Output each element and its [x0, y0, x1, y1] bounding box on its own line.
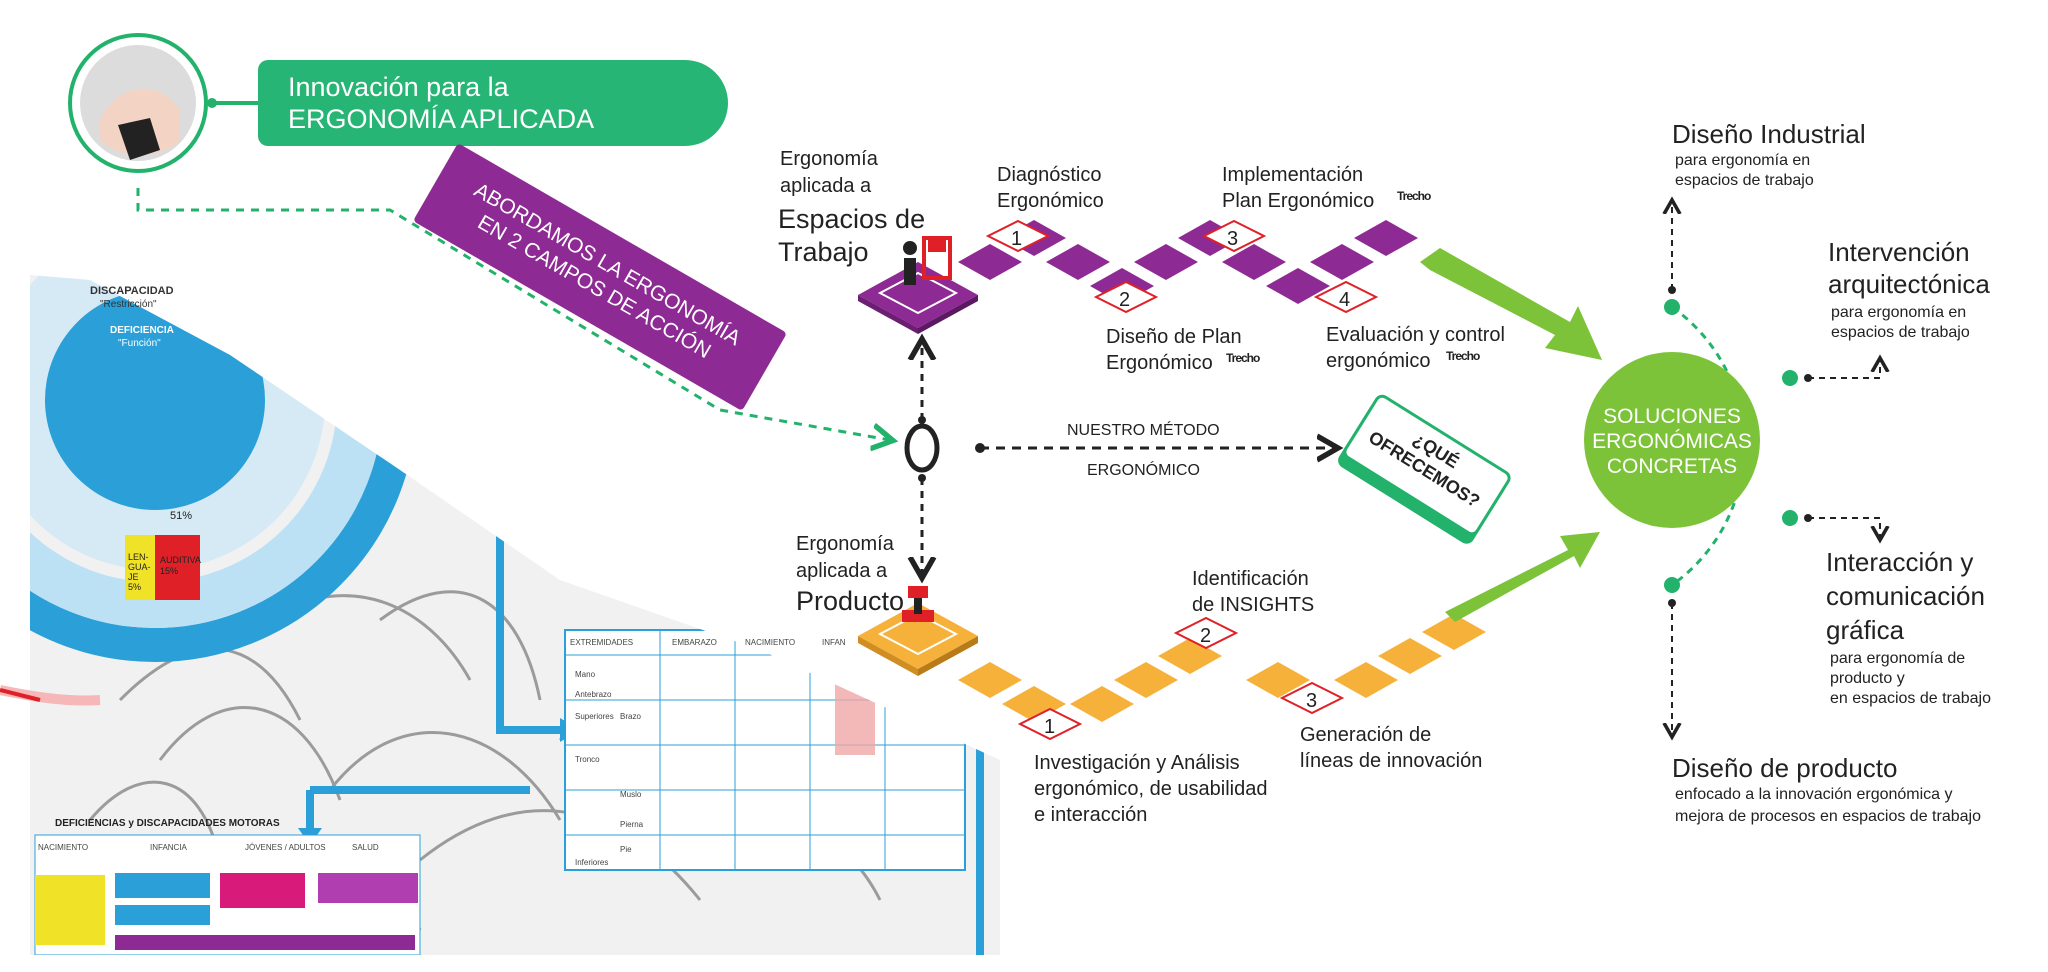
ws-step2-label2: Ergonómico — [1106, 352, 1213, 374]
output-arch-title2: arquitectónica — [1828, 269, 1990, 299]
output-industrial-desc2: espacios de trabajo — [1675, 172, 1814, 189]
matrix-col-0: EXTREMIDADES — [570, 638, 634, 647]
pr-step3-label2: líneas de innovación — [1300, 750, 1483, 772]
solutions-line1: SOLUCIONES — [1603, 405, 1741, 428]
pr-step1-label2: ergonómico, de usabilidad — [1034, 778, 1268, 800]
output-product-title: Diseño de producto — [1672, 753, 1898, 783]
product-label-small2: aplicada a — [796, 560, 888, 582]
matrix-row-8: Inferiores — [575, 858, 609, 867]
method-label2: ERGONÓMICO — [1087, 462, 1200, 479]
workspace-path — [858, 219, 1602, 360]
ws-step2-num: 2 — [1119, 289, 1131, 311]
header-line2: ERGONOMÍA APLICADA — [288, 104, 595, 134]
donut-percent: 51% — [170, 510, 193, 522]
pr-step1-label1: Investigación y Análisis — [1034, 752, 1240, 774]
matrix-row-2: Superiores — [575, 712, 614, 721]
donut-inner-title: DEFICIENCIA — [110, 325, 174, 336]
pr-step1-num: 1 — [1044, 716, 1056, 738]
matrix-col-3: INFAN — [822, 638, 846, 647]
ws-step3-num: 3 — [1227, 228, 1239, 250]
output-graphic-desc1: para ergonomía de — [1830, 650, 1966, 667]
header-line1: Innovación para la — [288, 72, 509, 102]
output-industrial-desc1: para ergonomía en — [1675, 152, 1811, 169]
matrix-row-1: Antebrazo — [575, 690, 612, 699]
brand-mark-2: Trecho — [1226, 351, 1260, 365]
matrix-row-4: Tronco — [575, 755, 600, 764]
matrix-row-0: Mano — [575, 670, 596, 679]
pr-step3-label1: Generación de — [1300, 724, 1432, 746]
ws-step4-label2: ergonómico — [1326, 350, 1431, 372]
donut-subtitle: "Restricción" — [100, 299, 157, 310]
output-graphic-desc3: en espacios de trabajo — [1830, 690, 1991, 707]
product-path — [858, 532, 1600, 741]
motor-col-2: JÓVENES / ADULTOS — [245, 843, 326, 852]
output-arch-desc1: para ergonomía en — [1831, 304, 1967, 321]
output-arch-title1: Intervención — [1828, 237, 1970, 267]
output-product-desc2: mejora de procesos en espacios de trabaj… — [1675, 808, 1981, 825]
workspace-label-small2: aplicada a — [780, 175, 872, 197]
brand-mark-1: Trecho — [1397, 189, 1431, 203]
output-graphic-title3: gráfica — [1826, 615, 1905, 645]
header-photo — [68, 33, 208, 173]
donut-inner-subtitle: "Función" — [118, 338, 161, 349]
output-graphic-desc2: producto y — [1830, 670, 1905, 687]
output-graphic-title1: Interacción y — [1826, 547, 1974, 577]
output-nodes — [1664, 299, 1798, 593]
solutions-line2: ERGONÓMICAS — [1592, 430, 1752, 453]
motor-col-1: INFANCIA — [150, 843, 187, 852]
matrix-row-6: Pierna — [620, 820, 644, 829]
solutions-line3: CONCRETAS — [1606, 455, 1738, 478]
ws-step2-label1: Diseño de Plan — [1106, 326, 1242, 348]
header-pill: Innovación para la ERGONOMÍA APLICADA — [258, 60, 728, 146]
matrix-row-5: Muslo — [620, 790, 642, 799]
workspace-label-big2: Trabajo — [778, 237, 869, 267]
brand-mark-3: Trecho — [1446, 349, 1480, 363]
matrix-col-2: NACIMIENTO — [745, 638, 796, 647]
ws-step1-num: 1 — [1011, 228, 1023, 250]
motor-disability-table — [34, 834, 421, 955]
product-label-big: Producto — [796, 586, 905, 616]
ws-step1-label2: Ergonómico — [997, 190, 1104, 212]
matrix-row-7: Pie — [620, 845, 632, 854]
pr-step1-label3: e interacción — [1034, 804, 1148, 826]
method-node — [904, 423, 940, 473]
workspace-label-big1: Espacios de — [778, 204, 926, 234]
ws-step4-num: 4 — [1339, 289, 1351, 311]
ws-step4-label1: Evaluación y control — [1326, 324, 1505, 346]
ws-step1-label1: Diagnóstico — [997, 164, 1102, 186]
ws-step3-label2: Plan Ergonómico — [1222, 190, 1375, 212]
matrix-col-1: EMBARAZO — [672, 638, 717, 647]
pr-step2-label1: Identificación — [1192, 568, 1309, 590]
matrix-row-3: Brazo — [620, 712, 641, 721]
motor-col-3: SALUD — [352, 843, 379, 852]
pr-step2-label2: de INSIGHTS — [1192, 594, 1315, 616]
donut-title: DISCAPACIDAD — [90, 285, 174, 297]
method-label1: NUESTRO MÉTODO — [1067, 422, 1220, 439]
output-graphic-title2: comunicación — [1826, 581, 1985, 611]
output-arch-desc2: espacios de trabajo — [1831, 324, 1970, 341]
motor-col-0: NACIMIENTO — [38, 843, 89, 852]
solutions-circle: SOLUCIONES ERGONÓMICAS CONCRETAS — [1584, 352, 1760, 528]
output-product-desc1: enfocado a la innovación ergonómica y — [1675, 786, 1953, 803]
output-industrial-title: Diseño Industrial — [1672, 119, 1866, 149]
ws-step3-label1: Implementación — [1222, 164, 1364, 186]
pr-step2-num: 2 — [1200, 625, 1212, 647]
motor-table-title: DEFICIENCIAS y DISCAPACIDADES MOTORAS — [55, 818, 280, 829]
pr-step3-num: 3 — [1306, 690, 1318, 712]
product-label-small1: Ergonomía — [796, 533, 894, 555]
workspace-label-small1: Ergonomía — [780, 148, 878, 170]
